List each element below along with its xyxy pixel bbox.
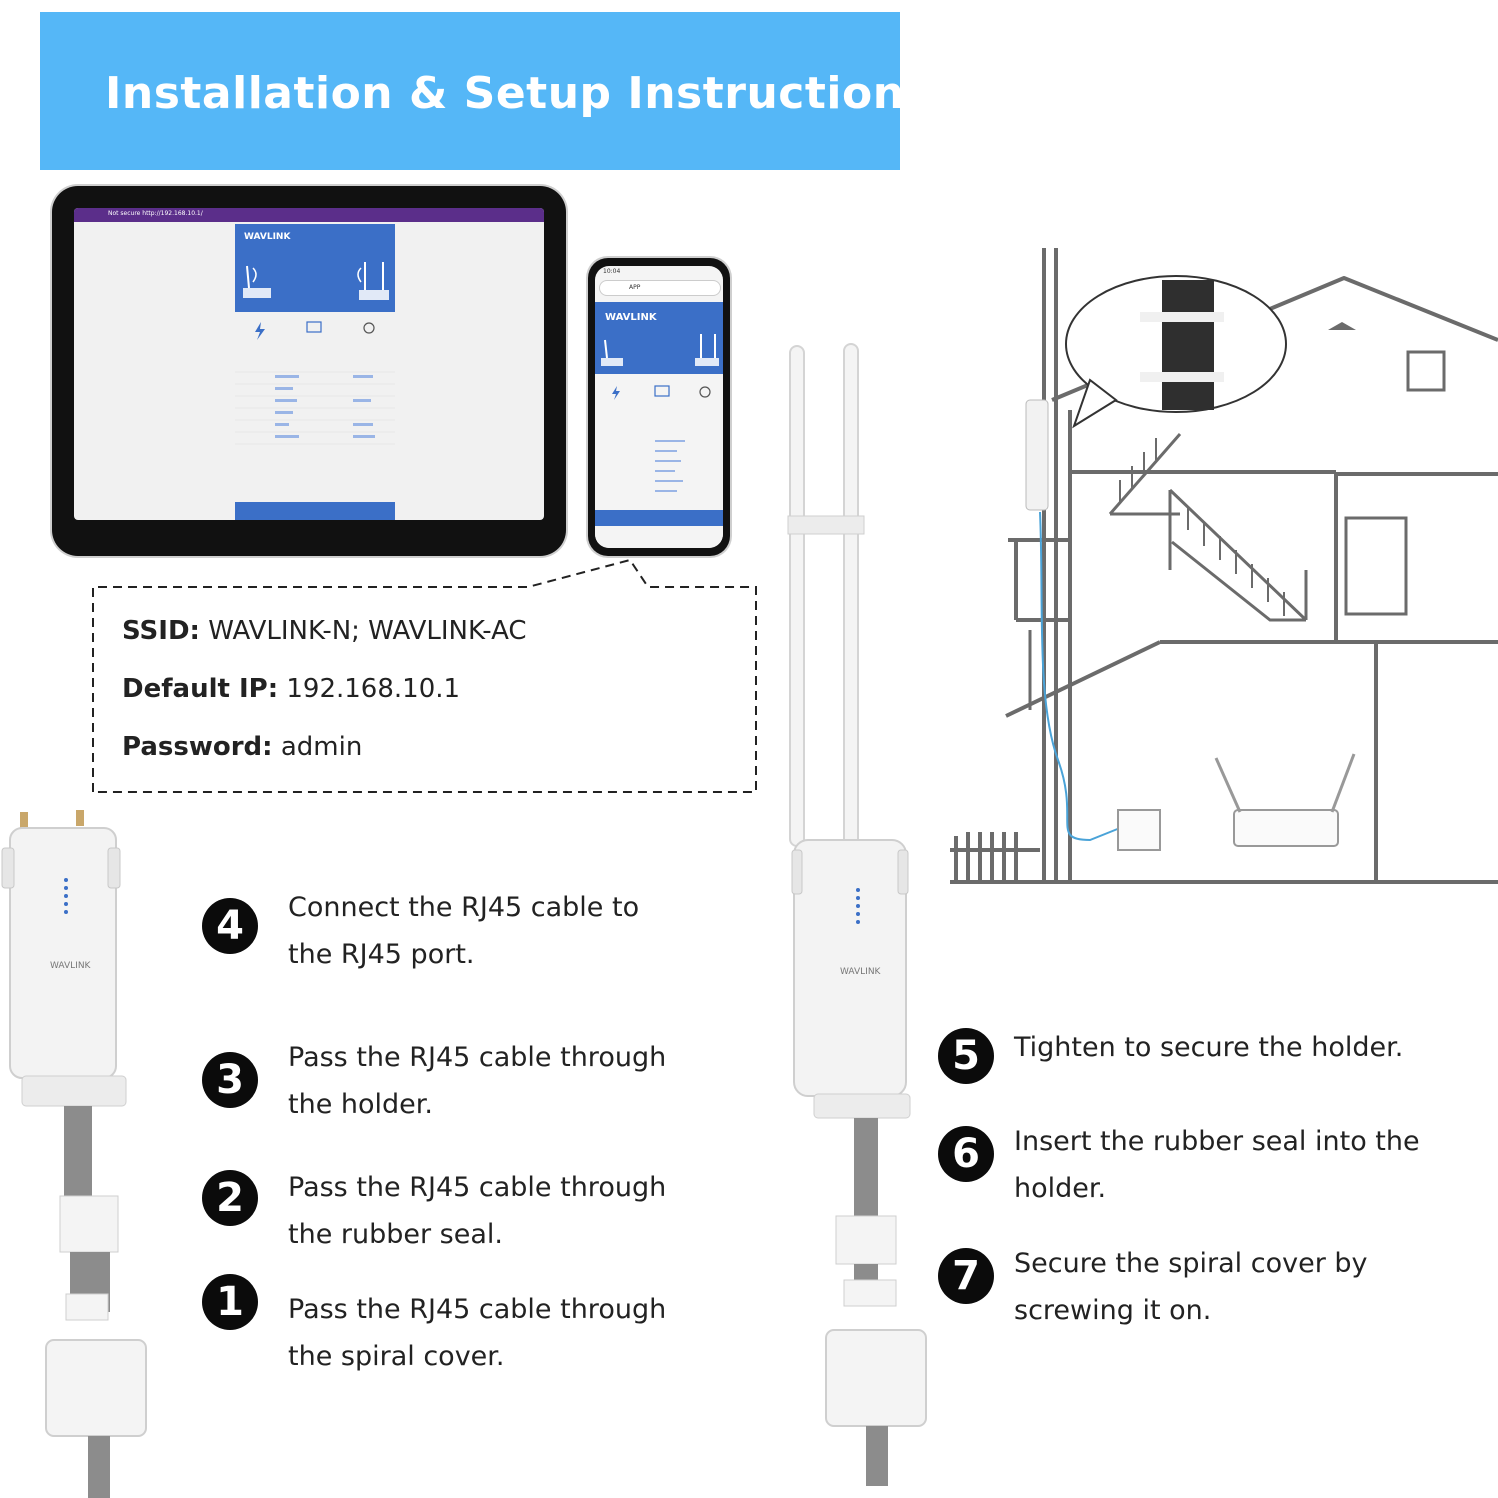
step-3-line2: the holder. — [288, 1089, 433, 1120]
step-3-number: 3 — [202, 1052, 258, 1108]
phone-bottom-nav — [595, 510, 723, 526]
step-3: 3 Pass the RJ45 cable through the holder… — [202, 1042, 666, 1128]
step-7: 7 Secure the spiral cover by screwing it… — [938, 1248, 1368, 1334]
ip-line: Default IP: 192.168.10.1 — [122, 674, 460, 704]
step-5-number: 5 — [938, 1028, 994, 1084]
step-2-line2: the rubber seal. — [288, 1219, 503, 1250]
step-4-line2: the RJ45 port. — [288, 939, 475, 970]
phone-router-illustration — [601, 334, 719, 366]
step-3-line1: Pass the RJ45 cable through — [288, 1042, 667, 1073]
brand-logo: WAVLINK — [244, 232, 291, 242]
title-banner: Installation & Setup Instructions — [40, 12, 931, 170]
device-info-table — [235, 371, 395, 445]
step-2: 2 Pass the RJ45 cable through the rubber… — [202, 1170, 666, 1258]
step-5-text: Tighten to secure the holder. — [1014, 1024, 1403, 1071]
house-illustration — [950, 248, 1498, 884]
tablet-screen: Not secure http://192.168.10.1/ WAVLINK — [74, 208, 544, 520]
step-6-line1: Insert the rubber seal into the — [1014, 1126, 1420, 1157]
ssid-value: WAVLINK-N; WAVLINK-AC — [208, 616, 527, 646]
access-point-left: WAVLINK — [1, 810, 147, 1498]
step-5-line1: Tighten to secure the holder. — [1014, 1032, 1404, 1063]
step-5: 5 Tighten to secure the holder. — [938, 1028, 1403, 1084]
step-4: 4 Connect the RJ45 cable to the RJ45 por… — [202, 892, 639, 978]
browser-bar — [74, 208, 544, 222]
ssid-line: SSID: WAVLINK-N; WAVLINK-AC — [122, 616, 527, 646]
step-1-number: 1 — [202, 1274, 258, 1330]
password-line: Password: admin — [122, 732, 362, 762]
phone-url-bar — [599, 280, 721, 296]
step-4-line1: Connect the RJ45 cable to — [288, 892, 640, 923]
left-device-brand: WAVLINK — [50, 961, 92, 971]
step-6: 6 Insert the rubber seal into the holder… — [938, 1126, 1420, 1212]
password-value: admin — [280, 732, 363, 762]
phone-screen: 10:04 APP WAVLINK — [595, 266, 723, 548]
tablet-mockup: Not secure http://192.168.10.1/ WAVLINK — [52, 186, 566, 556]
phone-mockup: 10:04 APP WAVLINK — [588, 258, 730, 556]
step-4-number: 4 — [202, 898, 258, 954]
step-2-text: Pass the RJ45 cable through the rubber s… — [288, 1164, 666, 1258]
step-3-text: Pass the RJ45 cable through the holder. — [288, 1034, 666, 1128]
step-1-line2: the spiral cover. — [288, 1341, 505, 1372]
phone-time: 10:04 — [603, 268, 621, 275]
step-2-number: 2 — [202, 1170, 258, 1226]
password-label: Password: — [122, 732, 273, 762]
step-7-number: 7 — [938, 1248, 994, 1304]
step-7-line1: Secure the spiral cover by — [1014, 1248, 1368, 1279]
status-icons — [255, 321, 375, 340]
phone-brand-logo: WAVLINK — [605, 312, 657, 323]
router-illustration — [243, 262, 389, 300]
browser-url: Not secure http://192.168.10.1/ — [108, 210, 203, 217]
phone-url: APP — [629, 284, 641, 291]
step-7-line2: screwing it on. — [1014, 1295, 1212, 1326]
step-6-text: Insert the rubber seal into the holder. — [1014, 1118, 1420, 1212]
tablet-bottom-nav — [235, 502, 395, 520]
step-2-line1: Pass the RJ45 cable through — [288, 1172, 667, 1203]
phone-browser-nav — [595, 528, 723, 548]
ip-label: Default IP: — [122, 674, 279, 704]
step-6-line2: holder. — [1014, 1173, 1107, 1204]
ssid-label: SSID: — [122, 616, 200, 646]
page-title: Installation & Setup Instructions — [105, 68, 932, 119]
ip-value: 192.168.10.1 — [286, 674, 461, 704]
step-1: 1 Pass the RJ45 cable through the spiral… — [202, 1274, 666, 1380]
step-1-line1: Pass the RJ45 cable through — [288, 1294, 667, 1325]
step-7-text: Secure the spiral cover by screwing it o… — [1014, 1240, 1368, 1334]
access-point-middle: WAVLINK — [787, 343, 927, 1486]
step-4-text: Connect the RJ45 cable to the RJ45 port. — [288, 884, 639, 978]
middle-device-brand: WAVLINK — [840, 967, 882, 977]
step-6-number: 6 — [938, 1126, 994, 1182]
step-1-text: Pass the RJ45 cable through the spiral c… — [288, 1286, 666, 1380]
phone-info-rows — [612, 385, 711, 492]
